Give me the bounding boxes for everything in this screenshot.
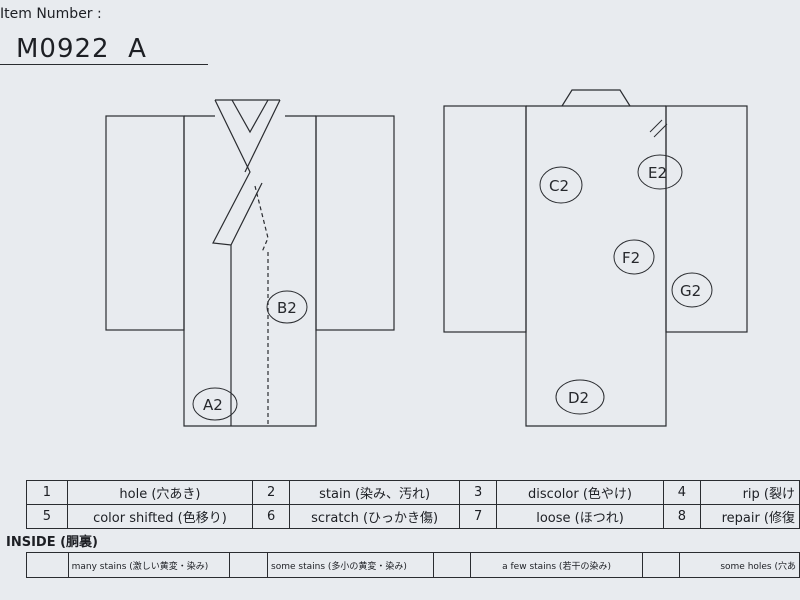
inside-checkbox-cell	[229, 552, 269, 578]
legend-description: rip (裂け	[699, 480, 800, 505]
defect-code-f2: F2	[622, 249, 640, 267]
tear-tick-mark	[649, 119, 663, 133]
defect-legend-table: 1 hole (穴あき) 2 stain (染み、汚れ) 3 discolor …	[26, 480, 800, 529]
inside-checkbox-cell	[26, 552, 69, 578]
legend-number: 3	[459, 480, 498, 505]
defect-marker-a2	[192, 387, 238, 421]
item-number-label: Item Number :	[0, 6, 102, 22]
defect-code-g2: G2	[680, 282, 701, 300]
inside-condition-label: some stains (多小の黄変・染み)	[267, 552, 434, 578]
defect-code-d2: D2	[568, 389, 589, 407]
legend-row: 5 color shifted (色移り) 6 scratch (ひっかき傷) …	[26, 504, 800, 529]
inside-condition-table: many stains (激しい黄変・染み) some stains (多小の黄…	[26, 552, 800, 578]
inside-section-label: INSIDE (胴裏)	[6, 535, 98, 550]
defect-code-e2: E2	[648, 164, 667, 182]
kimono-diagram: A2 B2 C2 D2 E2 F2 G2	[105, 89, 748, 427]
tear-tick-mark	[653, 123, 668, 138]
legend-description: scratch (ひっかき傷)	[289, 504, 461, 529]
legend-number: 5	[26, 504, 68, 529]
defect-markers	[192, 119, 713, 421]
legend-number: 7	[459, 504, 498, 529]
legend-description: stain (染み、汚れ)	[289, 480, 461, 505]
legend-description: hole (穴あき)	[66, 480, 254, 505]
legend-description: discolor (色やけ)	[496, 480, 664, 505]
legend-description: loose (ほつれ)	[496, 504, 664, 529]
legend-description: color shifted (色移り)	[66, 504, 254, 529]
inside-checkbox-cell	[432, 552, 472, 578]
defect-marker-f2	[613, 239, 655, 275]
defect-code-b2: B2	[277, 299, 297, 317]
inside-condition-label: some holes (穴あ	[679, 552, 800, 578]
legend-number: 6	[252, 504, 291, 529]
legend-number: 4	[662, 480, 701, 505]
legend-row: 1 hole (穴あき) 2 stain (染み、汚れ) 3 discolor …	[26, 480, 800, 505]
defect-marker-c2	[539, 166, 583, 204]
defect-marker-g2	[671, 272, 713, 308]
inside-condition-label: many stains (激しい黄変・染み)	[67, 552, 231, 578]
legend-number: 8	[662, 504, 701, 529]
defect-code-a2: A2	[203, 396, 223, 414]
legend-description: repair (修復	[699, 504, 800, 529]
kimono-back-outline	[443, 89, 748, 427]
kimono-front-outline	[105, 99, 395, 427]
inside-condition-label: a few stains (若干の染み)	[470, 552, 643, 578]
legend-number: 2	[252, 480, 291, 505]
inside-checkbox-cell	[641, 552, 681, 578]
inside-condition-row: many stains (激しい黄変・染み) some stains (多小の黄…	[26, 552, 800, 578]
defect-marker-b2	[266, 290, 308, 324]
item-number-underline	[0, 64, 208, 65]
legend-number: 1	[26, 480, 68, 505]
item-number-value: M0922 A	[16, 34, 147, 64]
defect-marker-d2	[555, 379, 605, 415]
defect-marker-e2	[637, 154, 683, 190]
defect-code-c2: C2	[549, 177, 569, 195]
